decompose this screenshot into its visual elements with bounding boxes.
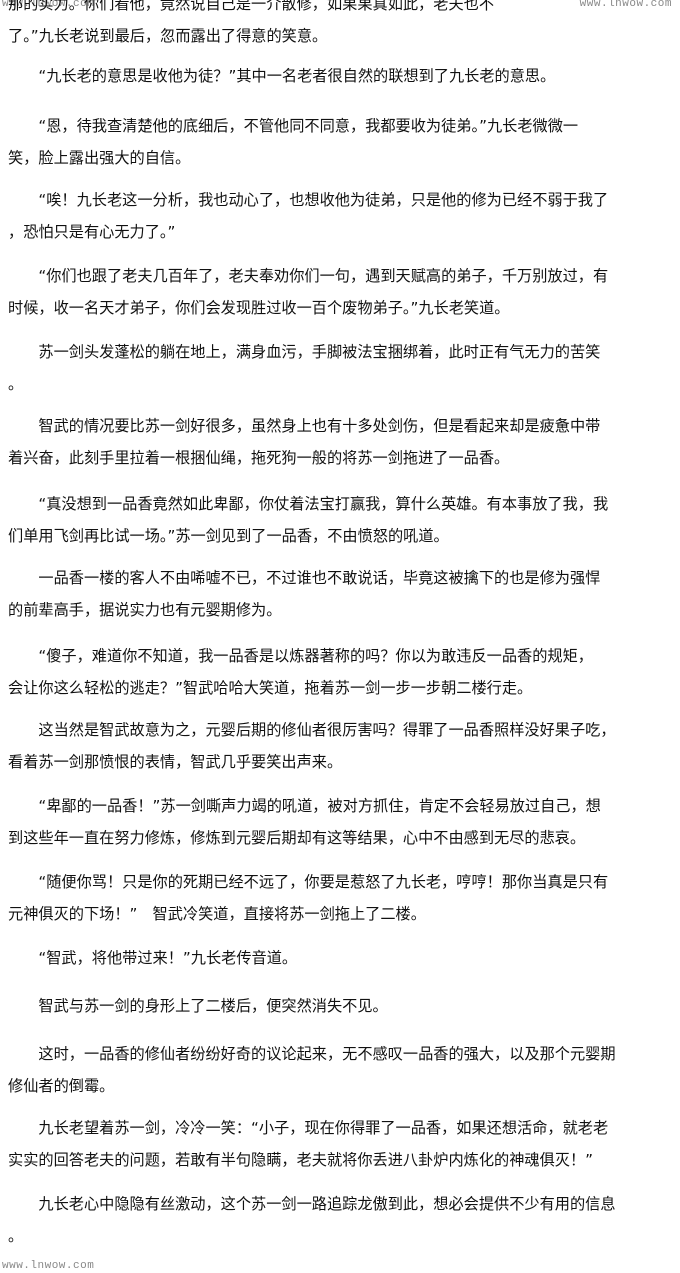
paragraph: 这时，一品香的修仙者纷纷好奇的议论起来，无不感叹一品香的强大，以及那个元婴期 修… <box>8 1038 668 1102</box>
paragraph: 这当然是智武故意为之，元婴后期的修仙者很厉害吗？得罪了一品香照样没好果子吃， 看… <box>8 714 668 778</box>
paragraph: 智武与苏一剑的身形上了二楼后，便突然消失不见。 <box>8 990 668 1022</box>
text-line: 智武的情况要比苏一剑好很多，虽然身上也有十多处剑伤，但是看起来却是疲惫中带 <box>8 417 601 435</box>
text-line: 的前辈高手，据说实力也有元婴期修为。 <box>8 601 282 619</box>
text-line: “傻子，难道你不知道，我一品香是以炼器著称的吗？你以为敢违反一品香的规矩， <box>8 647 593 665</box>
paragraph: 九长老望着苏一剑，冷冷一笑：“小子，现在你得罪了一品香，如果还想活命，就老老 实… <box>8 1112 668 1176</box>
text-line: 一品香一楼的客人不由唏嘘不已，不过谁也不敢说话，毕竟这被擒下的也是修为强悍 <box>8 569 601 587</box>
paragraph: 那的实力。你们看他，竟然说自己是一介散修，如果果真如此，老夫也不 了。”九长老说… <box>8 0 668 52</box>
text-line: 这当然是智武故意为之，元婴后期的修仙者很厉害吗？得罪了一品香照样没好果子吃， <box>8 721 616 739</box>
paragraph: 智武的情况要比苏一剑好很多，虽然身上也有十多处剑伤，但是看起来却是疲惫中带 着兴… <box>8 410 668 474</box>
text-line: 苏一剑头发蓬松的躺在地上，满身血污，手脚被法宝捆绑着，此时正有气无力的苦笑 <box>8 343 601 361</box>
text-line: 九长老望着苏一剑，冷冷一笑：“小子，现在你得罪了一品香，如果还想活命，就老老 <box>8 1119 609 1137</box>
text-line: “真没想到一品香竟然如此卑鄙，你仗着法宝打赢我，算什么英雄。有本事放了我，我 <box>8 495 609 513</box>
text-line: “唉！九长老这一分析，我也动心了，也想收他为徒弟，只是他的修为已经不弱于我了 <box>8 191 609 209</box>
text-line: 了。”九长老说到最后，忽而露出了得意的笑意。 <box>8 27 328 45</box>
paragraph: 九长老心中隐隐有丝激动，这个苏一剑一路追踪龙傲到此，想必会提供不少有用的信息 。 <box>8 1188 668 1252</box>
text-line: 九长老心中隐隐有丝激动，这个苏一剑一路追踪龙傲到此，想必会提供不少有用的信息 <box>8 1195 616 1213</box>
text-line: 智武与苏一剑的身形上了二楼后，便突然消失不见。 <box>8 997 388 1015</box>
paragraph: “恩，待我查清楚他的底细后，不管他同不同意，我都要收为徒弟。”九长老微微一 笑，… <box>8 110 668 174</box>
text-line: 。 <box>8 1227 24 1245</box>
text-line: 时候，收一名天才弟子，你们会发现胜过收一百个废物弟子。”九长老笑道。 <box>8 299 510 317</box>
text-line: “卑鄙的一品香！”苏一剑嘶声力竭的吼道，被对方抓住，肯定不会轻易放过自己，想 <box>8 797 601 815</box>
text-line: 到这些年一直在努力修炼，修炼到元婴后期却有这等结果，心中不由感到无尽的悲哀。 <box>8 829 586 847</box>
text-line: 会让你这么轻松的逃走？”智武哈哈大笑道，拖着苏一剑一步一步朝二楼行走。 <box>8 679 533 697</box>
text-line: “智武，将他带过来！”九长老传音道。 <box>8 949 298 967</box>
text-line: “九长老的意思是收他为徒？”其中一名老者很自然的联想到了九长老的意思。 <box>8 67 556 85</box>
paragraph: “卑鄙的一品香！”苏一剑嘶声力竭的吼道，被对方抓住，肯定不会轻易放过自己，想 到… <box>8 790 668 854</box>
text-line: 这时，一品香的修仙者纷纷好奇的议论起来，无不感叹一品香的强大，以及那个元婴期 <box>8 1045 616 1063</box>
text-line: 实实的回答老夫的问题，若敢有半句隐瞒，老夫就将你丢进八卦炉内炼化的神魂俱灭！” <box>8 1151 593 1169</box>
text-line: “你们也跟了老夫几百年了，老夫奉劝你们一句，遇到天赋高的弟子，千万别放过，有 <box>8 267 609 285</box>
text-line: 着兴奋，此刻手里拉着一根捆仙绳，拖死狗一般的将苏一剑拖进了一品香。 <box>8 449 510 467</box>
text-line: “随便你骂！只是你的死期已经不远了，你要是惹怒了九长老，哼哼！那你当真是只有 <box>8 873 609 891</box>
text-line: 看着苏一剑那愤恨的表情，智武几乎要笑出声来。 <box>8 753 343 771</box>
text-line: 修仙者的倒霉。 <box>8 1077 115 1095</box>
paragraph: “智武，将他带过来！”九长老传音道。 <box>8 942 668 974</box>
text-line: 们单用飞剑再比试一场。”苏一剑见到了一品香，不由愤怒的吼道。 <box>8 527 449 545</box>
paragraph: “随便你骂！只是你的死期已经不远了，你要是惹怒了九长老，哼哼！那你当真是只有 元… <box>8 866 668 930</box>
paragraph: “九长老的意思是收他为徒？”其中一名老者很自然的联想到了九长老的意思。 <box>8 60 668 92</box>
text-line: 那的实力。你们看他，竟然说自己是一介散修，如果果真如此，老夫也不 <box>8 0 494 13</box>
watermark-bottom-left: www.lnwow.com <box>2 1260 95 1272</box>
paragraph: “唉！九长老这一分析，我也动心了，也想收他为徒弟，只是他的修为已经不弱于我了 ，… <box>8 184 668 248</box>
watermark-top-left: www.lnwow.com <box>2 0 95 10</box>
text-line: ，恐怕只是有心无力了。” <box>8 223 176 241</box>
paragraph: “真没想到一品香竟然如此卑鄙，你仗着法宝打赢我，算什么英雄。有本事放了我，我 们… <box>8 488 668 552</box>
paragraph: 苏一剑头发蓬松的躺在地上，满身血污，手脚被法宝捆绑着，此时正有气无力的苦笑 。 <box>8 336 668 400</box>
paragraph: “傻子，难道你不知道，我一品香是以炼器著称的吗？你以为敢违反一品香的规矩， 会让… <box>8 640 668 704</box>
paragraph: “你们也跟了老夫几百年了，老夫奉劝你们一句，遇到天赋高的弟子，千万别放过，有 时… <box>8 260 668 324</box>
watermark-top-right: www.lnwow.com <box>579 0 672 10</box>
text-line: 元神俱灭的下场！” 智武冷笑道，直接将苏一剑拖上了二楼。 <box>8 905 426 923</box>
text-line: 笑，脸上露出强大的自信。 <box>8 149 191 167</box>
text-line: 。 <box>8 375 24 393</box>
text-line: “恩，待我查清楚他的底细后，不管他同不同意，我都要收为徒弟。”九长老微微一 <box>8 117 579 135</box>
paragraph: 一品香一楼的客人不由唏嘘不已，不过谁也不敢说话，毕竟这被擒下的也是修为强悍 的前… <box>8 562 668 626</box>
